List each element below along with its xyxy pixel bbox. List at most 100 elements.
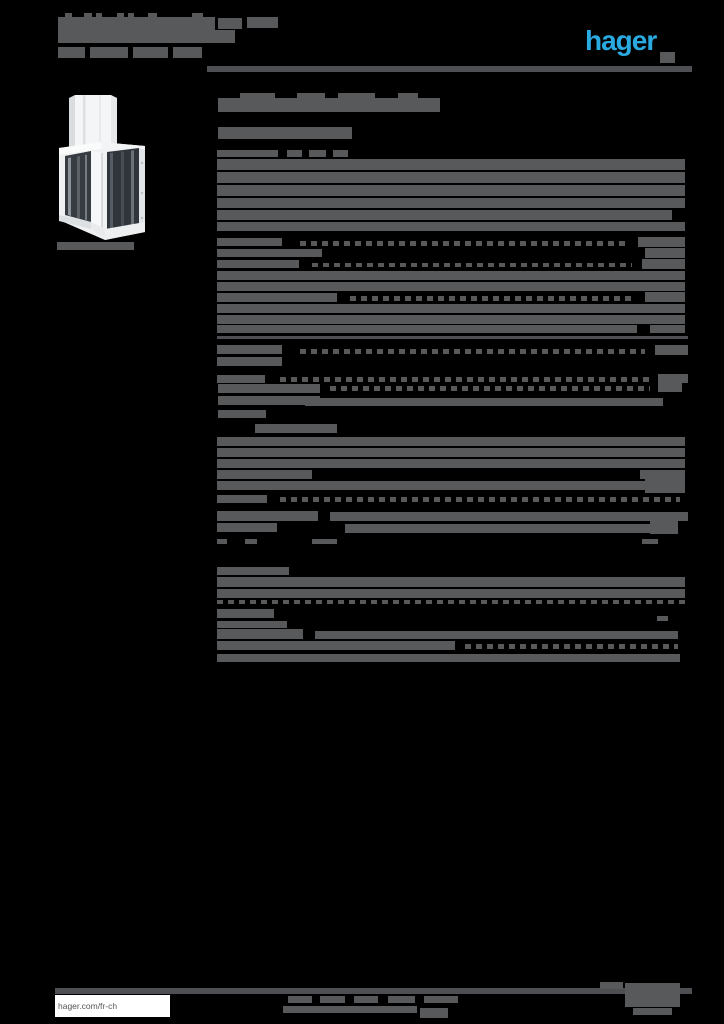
- spec-row-bar: [217, 459, 685, 468]
- leader-line: [465, 644, 678, 649]
- header-line1-ascender: [96, 13, 102, 18]
- leader-line: [330, 386, 650, 391]
- spec-row-bar: [217, 325, 637, 333]
- sub-heading-bar: [217, 621, 287, 628]
- spec-value: [638, 237, 685, 247]
- header-line3-word: [173, 47, 202, 58]
- footer-signature-mark: [420, 1008, 448, 1018]
- spec-label: [218, 396, 320, 405]
- spec-row-bar: [217, 481, 685, 490]
- leader-line: [300, 349, 645, 354]
- description-word: [333, 150, 348, 157]
- header-line1-ascender: [192, 13, 203, 18]
- header-line1-word: [247, 17, 278, 28]
- spec-label: [218, 384, 320, 393]
- footer-ref-bar: [600, 982, 623, 989]
- footer-address-segment: [354, 996, 378, 1003]
- header-rule: [207, 66, 692, 72]
- spec-value: [642, 259, 685, 269]
- section-rule: [217, 336, 688, 339]
- spec-value: [645, 479, 685, 493]
- title-ascender: [297, 93, 325, 99]
- header-line1-ascender: [65, 13, 72, 18]
- description-line: [217, 222, 685, 231]
- paragraph-line: [217, 577, 685, 587]
- leader-line: [280, 497, 680, 502]
- header-line1-bar: [58, 17, 215, 30]
- spec-row-bar: [217, 437, 685, 446]
- spec-label: [217, 293, 337, 302]
- description-word: [287, 150, 302, 157]
- spec-value: [650, 521, 678, 534]
- description-line: [217, 198, 685, 208]
- footer-url-text[interactable]: hager.com/fr-ch: [58, 1001, 118, 1011]
- spec-value: [650, 325, 685, 333]
- description-line: [217, 185, 685, 196]
- leader-line: [350, 296, 635, 301]
- spec-value: [655, 345, 688, 355]
- description-word: [309, 150, 326, 157]
- spec-label: [218, 410, 266, 418]
- footer-address-segment: [388, 996, 415, 1003]
- leader-dot: [312, 539, 337, 544]
- spec-label: [217, 357, 282, 366]
- product-caption-bar: [57, 242, 134, 250]
- spec-row-bar: [305, 398, 663, 406]
- spec-value: [640, 470, 685, 479]
- paragraph-line: [217, 629, 303, 639]
- footer-url-box[interactable]: hager.com/fr-ch: [55, 995, 170, 1017]
- section-heading-bar: [217, 567, 289, 575]
- description-line: [217, 172, 685, 183]
- leader-line: [312, 263, 632, 267]
- spec-row-bar: [315, 631, 678, 639]
- title-ascender: [240, 93, 275, 99]
- product-title-bar: [218, 98, 440, 112]
- leader-line: [300, 241, 630, 246]
- leader-dot: [217, 539, 227, 544]
- product-subtitle-bar: [218, 127, 352, 139]
- footer-address-segment: [288, 996, 312, 1003]
- spec-label: [217, 238, 282, 246]
- spec-label: [255, 424, 337, 433]
- description-line: [217, 159, 685, 170]
- product-image: [59, 95, 145, 240]
- logo-mark-square: [660, 52, 675, 63]
- footer-address-segment: [320, 996, 345, 1003]
- description-word: [217, 150, 278, 157]
- title-ascender: [398, 93, 418, 99]
- footer-address-segment: [424, 996, 458, 1003]
- leader-dot: [245, 539, 257, 544]
- title-ascender: [338, 93, 375, 99]
- footer-ref-block: [625, 983, 680, 1007]
- spec-value: [658, 374, 688, 383]
- spec-label: [217, 375, 265, 383]
- section-heading-bar: [217, 609, 274, 618]
- spec-value: [645, 292, 685, 302]
- spec-label: [217, 523, 277, 532]
- header-line1-word: [218, 18, 242, 29]
- spec-value: [645, 248, 685, 258]
- description-line: [217, 210, 672, 220]
- spec-label: [217, 249, 322, 257]
- spec-row-bar: [217, 282, 685, 291]
- header-line3-word: [133, 47, 168, 58]
- spec-row-bar: [330, 512, 688, 521]
- header-line1-ascender: [117, 13, 124, 18]
- header-line1-ascender: [128, 13, 134, 18]
- paragraph-line: [217, 654, 680, 662]
- spec-row-bar: [345, 524, 650, 533]
- footer-address-line: [283, 1006, 417, 1013]
- leader-line: [280, 377, 650, 382]
- leader-line: [217, 600, 685, 604]
- spec-label: [217, 511, 318, 521]
- spec-value: [658, 383, 682, 392]
- header-line3-word: [90, 47, 128, 58]
- header-line2-bar: [58, 30, 235, 43]
- leader-dot: [642, 539, 658, 544]
- hager-logo: hager: [585, 25, 657, 57]
- footer-rule: [55, 988, 692, 994]
- paragraph-line: [217, 641, 455, 650]
- spec-label: [217, 470, 312, 479]
- spec-label: [217, 345, 282, 354]
